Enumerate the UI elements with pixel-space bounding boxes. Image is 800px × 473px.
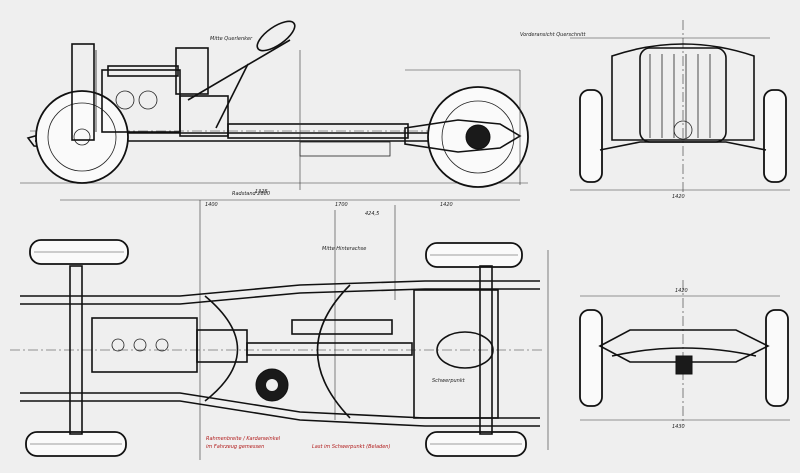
red-note-1: Rahmenbreite / Kardanwinkel — [206, 436, 281, 442]
side-note-top: Mitte Querlenker — [210, 36, 253, 42]
front-wheel-side — [35, 90, 129, 184]
rear-wheel-rim — [441, 100, 515, 174]
front-left-tire — [579, 89, 603, 183]
radiator-side — [71, 43, 95, 141]
gearbox-plan — [196, 329, 248, 363]
crank-hole — [673, 120, 693, 140]
x-member-left — [204, 295, 239, 402]
side-track-label: 1325 — [255, 189, 268, 195]
red-note-2: im Fahrzeug gemessen — [206, 444, 264, 450]
rear-axle-plan — [479, 265, 493, 435]
front-axle-plan — [69, 265, 83, 435]
air-filter-box — [175, 47, 209, 95]
front-view: Vorderansicht Querschnitt 1420 — [520, 20, 790, 200]
front-title: Vorderansicht Querschnitt — [520, 32, 587, 38]
engine-plan — [91, 317, 198, 373]
rear-right-tire — [765, 309, 789, 407]
rear-spring — [611, 347, 757, 357]
manifold-circle-2 — [138, 90, 158, 110]
torque-tube — [404, 119, 522, 153]
plan-note-a: Schwerpunkt — [432, 378, 466, 384]
dim-center-label: 1700 — [335, 202, 348, 208]
rear-left-tire — [579, 309, 603, 407]
rear-track-label: 1430 — [672, 424, 685, 430]
plan-view: Radstand 2880 1700 424,5 1400 1420 Schwe… — [10, 191, 549, 460]
rear-differential — [465, 124, 491, 150]
steering-column — [187, 39, 291, 101]
rear-view: 1420 1430 — [579, 280, 790, 430]
rear-dim-label: 1420 — [675, 288, 688, 294]
front-hub — [73, 128, 91, 146]
engine-cyl-1 — [111, 338, 125, 352]
exhaust-plan — [291, 319, 393, 335]
engine-cyl-2 — [133, 338, 147, 352]
cylinder-head — [107, 65, 179, 77]
front-right-tire — [763, 89, 787, 183]
front-wheel-rim — [47, 102, 117, 172]
x-member-right — [316, 284, 351, 419]
engine-cyl-3 — [155, 338, 169, 352]
steering-wheel — [256, 20, 296, 52]
gear-lever — [215, 63, 249, 129]
frame-rail-lower-inner — [20, 400, 540, 427]
frame-rail-upper-inner — [20, 288, 540, 305]
driveshaft-side — [227, 123, 409, 139]
rear-subframe — [413, 289, 499, 419]
front-axle — [599, 141, 767, 151]
manifold-circle-1 — [115, 90, 135, 110]
plan-note-b: Mitte Hinterachse — [322, 246, 366, 252]
side-view: Mitte Querlenker 1325 — [20, 20, 529, 195]
steering-hub-plan — [266, 379, 278, 391]
fuel-tank — [299, 141, 391, 157]
rear-diff-plan — [436, 331, 494, 369]
rear-frame — [598, 329, 770, 363]
driveshaft-plan — [246, 342, 413, 356]
front-body-outline — [611, 43, 755, 141]
rear-axle-housing — [675, 355, 693, 375]
front-track-label: 1420 — [672, 194, 685, 200]
dim-right-label: 1420 — [440, 202, 453, 208]
dim-left-label: 1400 — [205, 202, 218, 208]
red-note-3: Last im Schwerpunkt (Beladen) — [312, 444, 390, 450]
wheelbase-label: Radstand 2880 — [232, 191, 270, 197]
gearbox-side — [179, 95, 229, 137]
dim-a-label: 424,5 — [365, 211, 379, 217]
frame-rail-upper — [20, 280, 540, 297]
